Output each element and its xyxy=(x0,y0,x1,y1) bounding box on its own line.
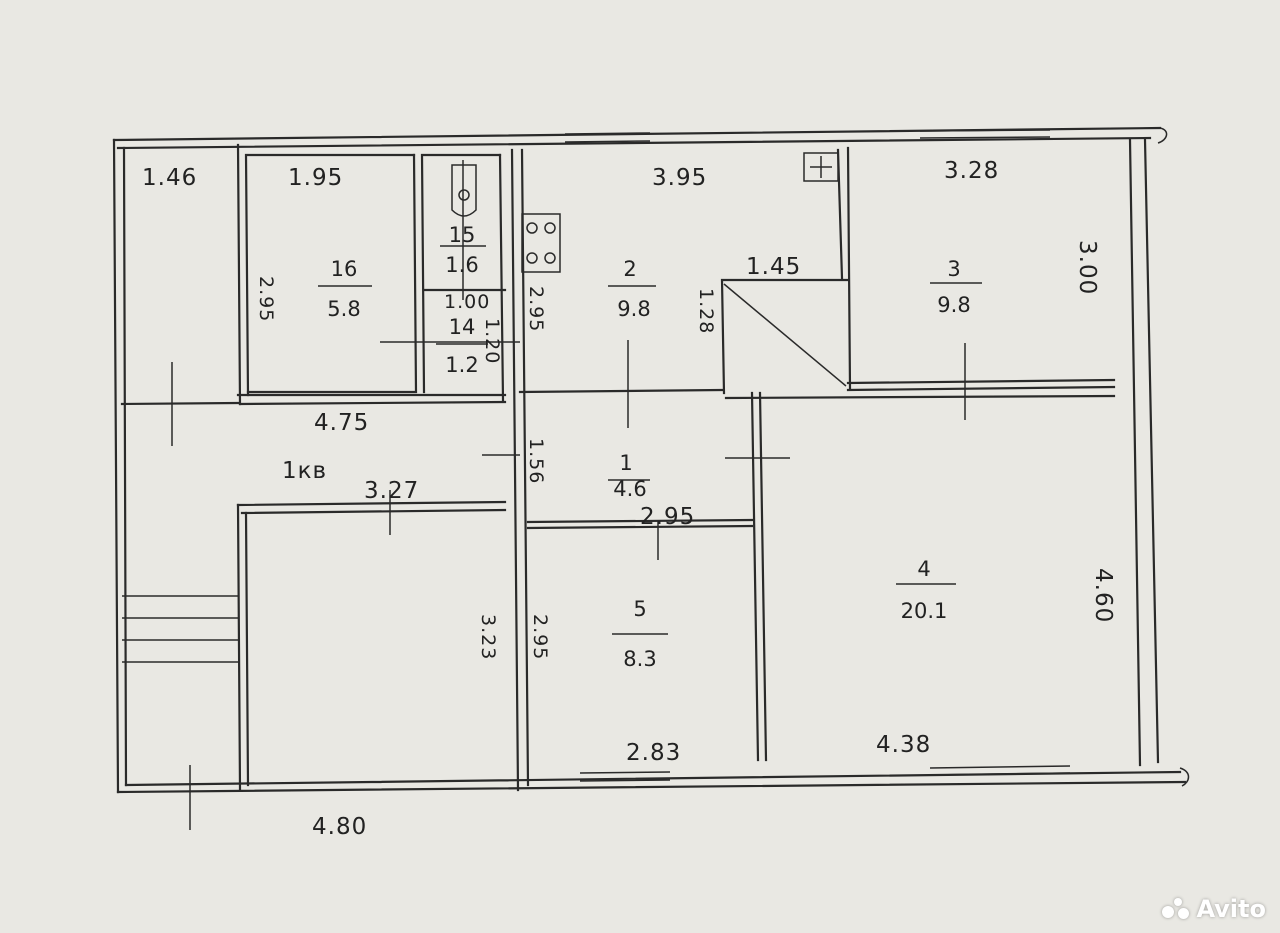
dim-1-00: 1.00 xyxy=(444,291,490,313)
interior-walls xyxy=(120,143,1116,830)
room-14-area: 1.2 xyxy=(445,353,478,377)
room-14-number: 14 xyxy=(449,315,476,339)
dim-1-20: 1.20 xyxy=(481,318,503,364)
dim-1-46: 1.46 xyxy=(142,165,197,191)
outer-walls xyxy=(112,126,1190,794)
dim-2-95-room2: 2.95 xyxy=(525,286,547,332)
dim-3-27: 3.27 xyxy=(364,478,419,504)
apartment-note: 1кв xyxy=(282,458,327,484)
room-1-number: 1 xyxy=(619,451,632,475)
dim-2-95-room5: 2.95 xyxy=(529,614,551,660)
dimension-labels: 1.46 1.95 3.95 3.28 3.00 1.45 1.28 2.95 … xyxy=(142,158,1116,840)
dim-1-45: 1.45 xyxy=(746,254,801,280)
dim-1-28: 1.28 xyxy=(695,288,717,334)
dim-2-95-middle: 2.95 xyxy=(640,504,695,530)
dim-4-80: 4.80 xyxy=(312,814,367,840)
room-15-area: 1.6 xyxy=(445,253,478,277)
avito-logo-icon xyxy=(1162,898,1190,920)
room-16-number: 16 xyxy=(331,257,358,281)
watermark-text: Avito xyxy=(1196,895,1266,923)
room-16-area: 5.8 xyxy=(327,297,360,321)
dim-1-56: 1.56 xyxy=(525,438,547,484)
room-2-area: 9.8 xyxy=(617,297,650,321)
room-2-number: 2 xyxy=(623,257,636,281)
dim-4-60: 4.60 xyxy=(1090,568,1116,623)
dim-3-95: 3.95 xyxy=(652,165,707,191)
room-4-area: 20.1 xyxy=(901,599,948,623)
dim-3-00: 3.00 xyxy=(1074,240,1100,295)
room-3-area: 9.8 xyxy=(937,293,970,317)
room-5-area: 8.3 xyxy=(623,647,656,671)
room-15-number: 15 xyxy=(449,223,476,247)
dim-3-23: 3.23 xyxy=(477,614,499,660)
room-1-area: 4.6 xyxy=(613,477,646,501)
room-5-number: 5 xyxy=(633,597,646,621)
room-3-number: 3 xyxy=(947,257,960,281)
room-4-number: 4 xyxy=(917,557,930,581)
dim-1-95: 1.95 xyxy=(288,165,343,191)
dim-2-95-room16: 2.95 xyxy=(255,276,277,322)
avito-watermark: Avito xyxy=(1162,895,1266,923)
dim-4-38: 4.38 xyxy=(876,732,931,758)
dim-3-28: 3.28 xyxy=(944,158,999,184)
dim-4-75: 4.75 xyxy=(314,410,369,436)
room-labels: 1 4.6 2 9.8 3 9.8 4 20.1 5 8.3 14 1.2 15… xyxy=(318,223,982,671)
dim-2-83: 2.83 xyxy=(626,740,681,766)
